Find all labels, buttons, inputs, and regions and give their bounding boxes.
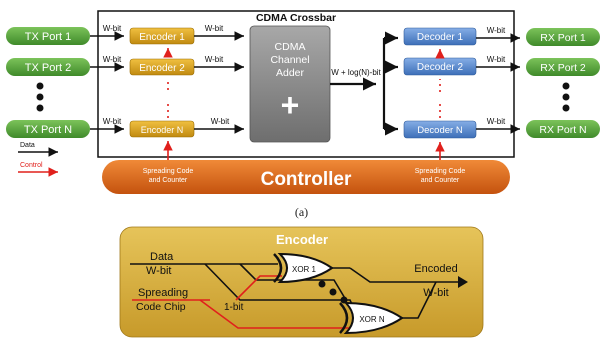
adder-output-label: W + log(N)-bit [331, 68, 381, 77]
decoder-data-arrows [476, 33, 520, 134]
xor-n-gate: XOR N [339, 301, 404, 335]
tx-ellipsis [36, 82, 44, 112]
rx-port-2: RX Port 2 [526, 58, 600, 76]
tx-port-2: TX Port 2 [6, 58, 90, 76]
decoder-2: Decoder 2 [403, 57, 477, 76]
enc1-bus-label: W-bit [205, 24, 224, 33]
decoder-1-label: Decoder 1 [417, 32, 464, 43]
plus-symbol: + [281, 87, 300, 123]
tx1-bus-label: W-bit [103, 24, 122, 33]
enc2-bus-label: W-bit [205, 55, 224, 64]
xor-ellipsis [318, 280, 348, 304]
code-chip-label: Code Chip [136, 301, 186, 313]
decoder-n-label: Decoder N [417, 125, 463, 136]
figure-caption: (a) [294, 205, 309, 219]
rx-port-1: RX Port 1 [526, 28, 600, 46]
crossbar-title: CDMA Crossbar [256, 12, 336, 24]
tx2-bus-label: W-bit [103, 55, 122, 64]
controller: Spreading Code and Counter Controller Sp… [102, 160, 510, 194]
tx-port-n-label: TX Port N [24, 124, 72, 136]
decoder-n: Decoder N [403, 120, 477, 139]
controller-left-note-1: Spreading Code [143, 168, 194, 175]
encoder-n: Encoder N [129, 120, 195, 138]
data-input-label: Data [150, 251, 174, 263]
xor-1-gate: XOR 1 [273, 252, 334, 284]
tx-port-1: TX Port 1 [6, 27, 90, 45]
encoder-detail-panel: Encoder Data W-bit Spreading Code Chip 1… [119, 226, 484, 338]
encoder-1-label: Encoder 1 [139, 32, 185, 43]
rx-port-n-label: RX Port N [539, 124, 586, 136]
tx-data-arrows [90, 31, 124, 134]
dec2-bus-label: W-bit [487, 55, 506, 64]
encoder-1: Encoder 1 [129, 27, 195, 45]
controller-right-note-2: and Counter [421, 177, 460, 184]
xor-1-label: XOR 1 [292, 265, 317, 274]
output-wires [332, 267, 462, 319]
encoder-n-label: Encoder N [141, 125, 184, 135]
decoder-2-label: Decoder 2 [417, 62, 464, 73]
encoder-data-arrows [194, 31, 244, 134]
encoded-output-label: Encoded [414, 263, 457, 275]
data-width-label: W-bit [146, 265, 171, 277]
adder-output-bus [330, 31, 398, 136]
legend-control-label: Control [20, 162, 43, 169]
encoder-2: Encoder 2 [129, 58, 195, 76]
rx-ellipsis [562, 82, 570, 112]
decoder-1: Decoder 1 [403, 27, 477, 46]
adder-line-1: CDMA [275, 41, 306, 53]
controller-right-note-1: Spreading Code [415, 168, 466, 175]
dec1-bus-label: W-bit [487, 26, 506, 35]
rx-port-1-label: RX Port 1 [540, 32, 586, 44]
controller-left-note-2: and Counter [149, 177, 188, 184]
rx-port-2-label: RX Port 2 [540, 62, 586, 74]
one-bit-label: 1-bit [224, 302, 244, 313]
encoder-detail-title: Encoder [276, 232, 328, 247]
decn-bus-label: W-bit [487, 117, 506, 126]
rx-port-n: RX Port N [526, 120, 600, 138]
legend-data-label: Data [20, 142, 35, 149]
legend: Data Control [18, 142, 58, 177]
tx-port-n: TX Port N [6, 120, 90, 138]
adder-line-3: Adder [276, 67, 305, 79]
encn-bus-label: W-bit [211, 117, 230, 126]
controller-label: Controller [261, 169, 352, 190]
encoder-2-label: Encoder 2 [139, 63, 185, 74]
txn-bus-label: W-bit [103, 117, 122, 126]
encoded-width-label: W-bit [423, 287, 448, 299]
adder-line-2: Channel [270, 54, 309, 66]
spreading-label: Spreading [138, 287, 188, 299]
output-arrowhead [458, 276, 468, 288]
spreading-code-wires [132, 275, 350, 329]
xor-n-label: XOR N [359, 315, 385, 324]
tx-port-1-label: TX Port 1 [25, 31, 71, 43]
cdma-channel-adder: CDMA Channel Adder + [249, 25, 331, 143]
tx-port-2-label: TX Port 2 [25, 62, 71, 74]
